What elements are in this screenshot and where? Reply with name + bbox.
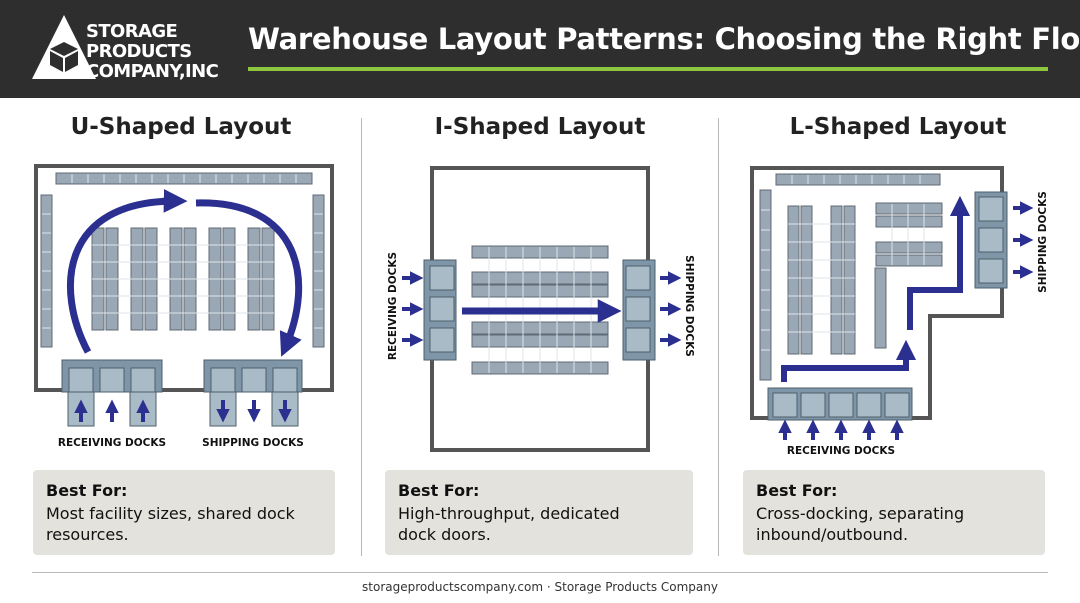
u-dock-arrows xyxy=(74,399,292,423)
u-flow-arrow-left xyxy=(67,188,188,354)
l-shaped-diagram: SHIPPING DOCKS RECEIVING DOCKS xyxy=(750,166,1049,457)
u-best-for-line-1: Most facility sizes, shared dock xyxy=(46,504,295,523)
l-best-for-line-1: Cross-docking, separating xyxy=(756,504,965,523)
i-best-for-label: Best For: xyxy=(398,481,480,500)
l-receiving-docks xyxy=(767,387,913,421)
page-title: Warehouse Layout Patterns: Choosing the … xyxy=(248,22,1080,56)
logo-wordmark: STORAGE PRODUCTS COMPANY,INC xyxy=(86,21,219,82)
i-receiving-label: RECEIVING DOCKS xyxy=(387,252,399,360)
header-bar: STORAGE PRODUCTS COMPANY,INC Warehouse L… xyxy=(0,0,1080,98)
i-best-for-card: Best For: High-throughput, dedicated doc… xyxy=(385,470,693,555)
u-best-for-text: Most facility sizes, shared dock resourc… xyxy=(46,503,323,545)
l-best-for-line-2: inbound/outbound. xyxy=(756,525,909,544)
i-shipping-docks xyxy=(622,259,656,361)
logo-line-1: STORAGE xyxy=(86,21,178,42)
footer-text: storageproductscompany.com · Storage Pro… xyxy=(362,580,718,594)
l-rack-columns xyxy=(759,189,887,381)
u-receiving-docks xyxy=(61,359,163,427)
l-flow-arrow-lower xyxy=(781,339,917,382)
i-shaped-diagram: RECEIVING DOCKS SHIPPING DOCKS xyxy=(387,166,695,452)
l-flow-arrow-upper xyxy=(907,195,971,330)
u-shaped-diagram: RECEIVING DOCKS SHIPPING DOCKS xyxy=(34,164,334,449)
u-best-for-label: Best For: xyxy=(46,481,128,500)
l-horizontal-racks xyxy=(875,202,943,267)
i-receiving-docks xyxy=(423,259,457,361)
column-divider-1 xyxy=(361,118,362,556)
l-best-for-text: Cross-docking, separating inbound/outbou… xyxy=(756,503,1033,545)
l-receiving-label: RECEIVING DOCKS xyxy=(787,445,895,457)
l-top-rack xyxy=(775,173,941,186)
i-best-for-line-2: dock doors. xyxy=(398,525,491,544)
i-shipping-label: SHIPPING DOCKS xyxy=(683,255,695,357)
u-shaped-title: U-Shaped Layout xyxy=(70,114,292,140)
i-best-for-text: High-throughput, dedicated dock doors. xyxy=(398,503,681,545)
u-shipping-label: SHIPPING DOCKS xyxy=(202,437,304,449)
l-best-for-card: Best For: Cross-docking, separating inbo… xyxy=(743,470,1045,555)
warehouse-cube-logo-icon xyxy=(32,15,96,79)
title-underline xyxy=(248,67,1048,71)
column-divider-2 xyxy=(718,118,719,556)
u-flow-arrow-right xyxy=(195,199,303,357)
i-dock-arrows xyxy=(402,271,682,347)
l-shaped-title: L-Shaped Layout xyxy=(789,114,1007,140)
footer-divider xyxy=(32,572,1048,573)
i-shaped-title: I-Shaped Layout xyxy=(434,114,646,140)
i-best-for-line-1: High-throughput, dedicated xyxy=(398,504,620,523)
l-shipping-label: SHIPPING DOCKS xyxy=(1037,191,1049,293)
u-receiving-label: RECEIVING DOCKS xyxy=(58,437,166,449)
logo-line-2: PRODUCTS xyxy=(86,41,192,62)
logo-line-3: COMPANY,INC xyxy=(86,61,219,82)
l-best-for-label: Best For: xyxy=(756,481,838,500)
u-best-for-card: Best For: Most facility sizes, shared do… xyxy=(33,470,335,555)
l-shipping-docks xyxy=(974,191,1008,289)
company-logo[interactable]: STORAGE PRODUCTS COMPANY,INC xyxy=(28,12,228,84)
u-best-for-line-2: resources. xyxy=(46,525,129,544)
l-dock-arrows xyxy=(778,201,1034,440)
